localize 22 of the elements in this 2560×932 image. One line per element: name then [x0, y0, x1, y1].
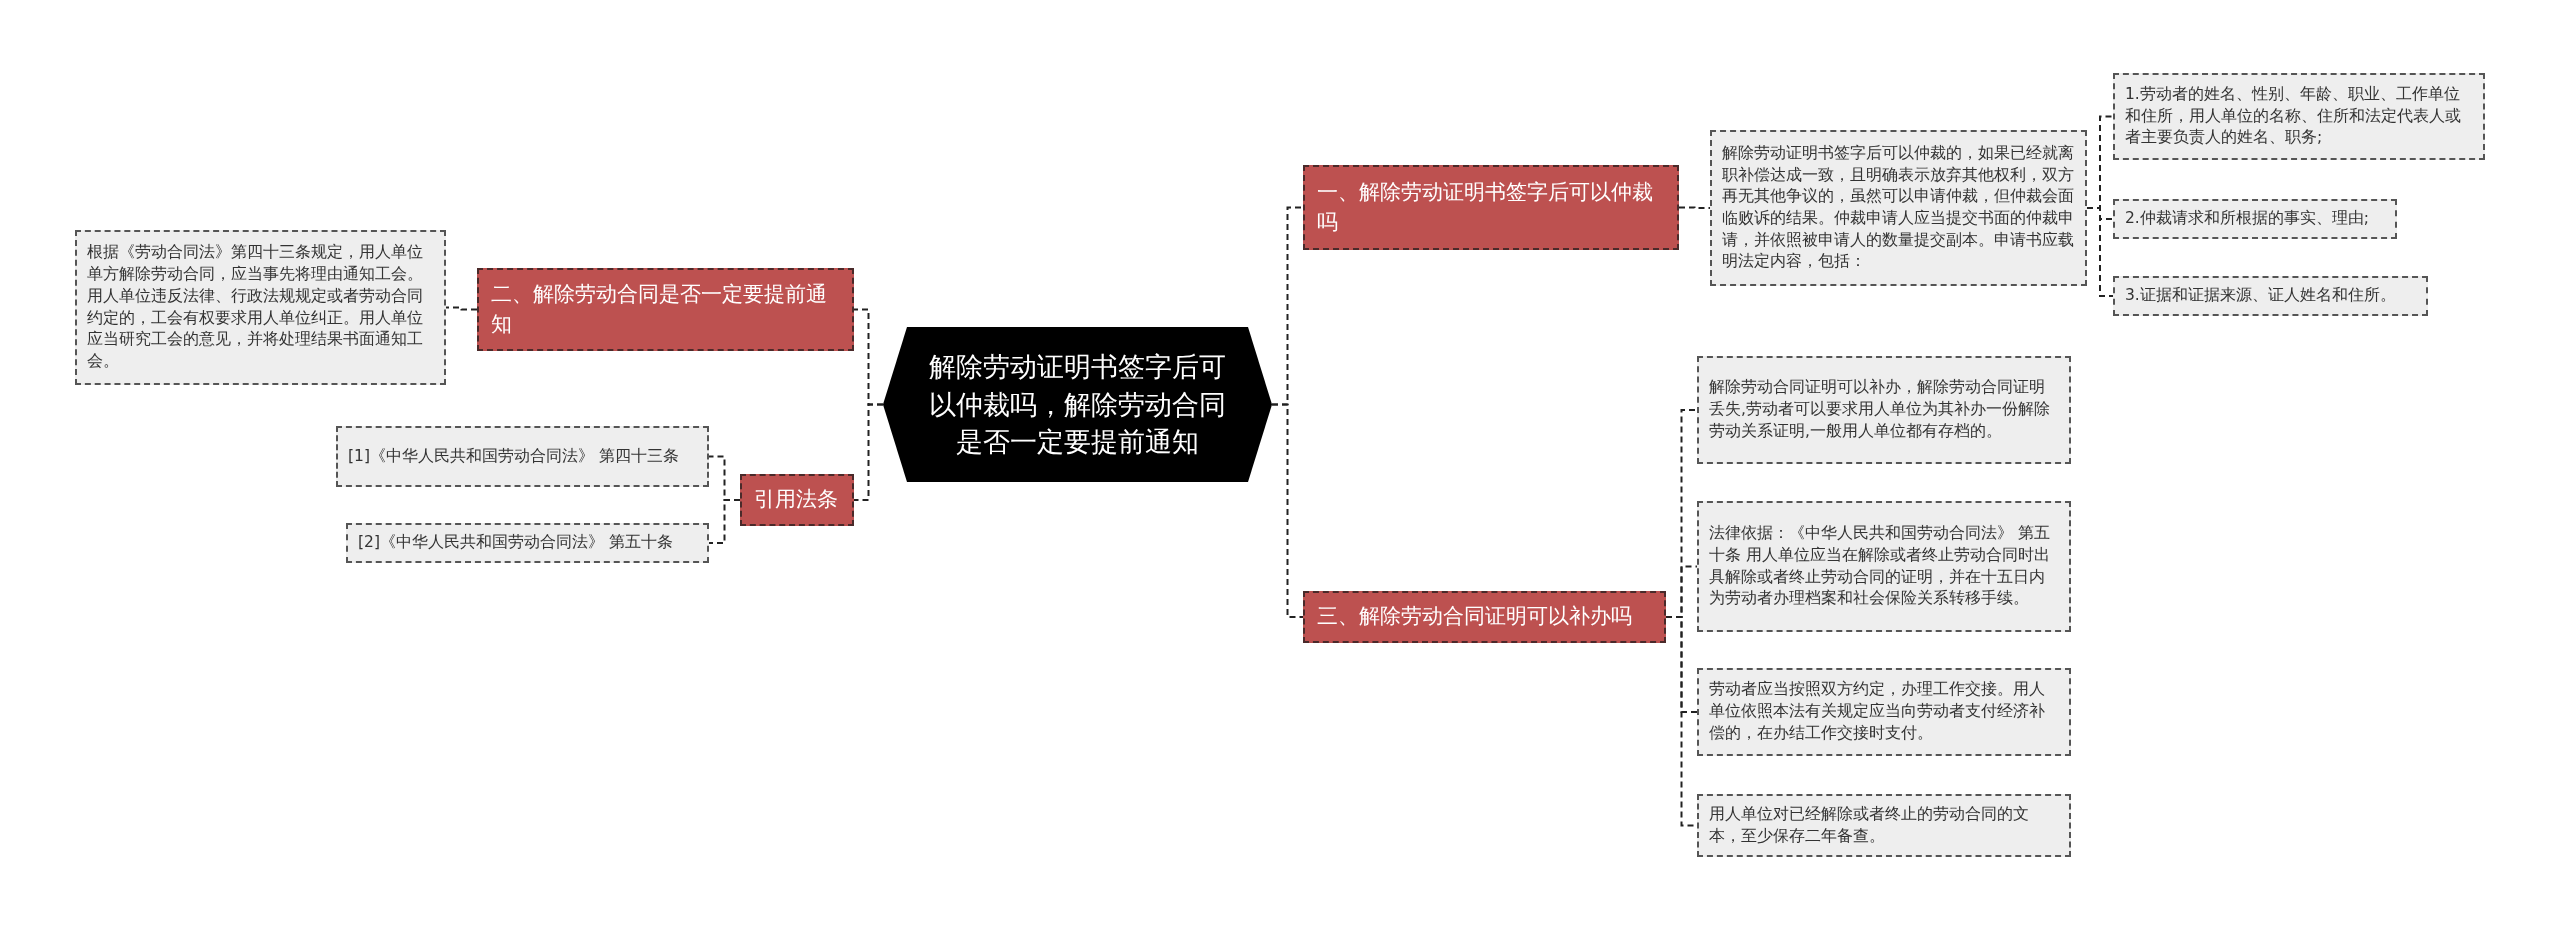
note-box: 劳动者应当按照双方约定，办理工作交接。用人单位依照本法有关规定应当向劳动者支付经济补偿的，在办结工作交接时支付。	[1697, 668, 2071, 756]
topic-box: 解除劳动证明书签字后可以仲裁吗，解除劳动合同是否一定要提前通知	[883, 327, 1272, 482]
connector-line	[708, 499, 741, 544]
note-box: 根据《劳动合同法》第四十三条规定，用人单位单方解除劳动合同，应当事先将理由通知工会。用人单位违反法律、行政法规规定或者劳动合同约定的，工会有权要求用人单位纠正。用人单位应当研究工会的意见，并将处理结果书面通知工会。	[75, 230, 446, 385]
note-box: 解除劳动合同证明可以补办，解除劳动合同证明丢失,劳动者可以要求用人单位为其补办一份解除劳动关系证明,一般用人单位都有存档的。	[1697, 356, 2071, 464]
note-box: 2.仲裁请求和所根据的事实、理由;	[2113, 199, 2397, 239]
note-box: 3.证据和证据来源、证人姓名和住所。	[2113, 276, 2428, 316]
connector-line	[1678, 206, 1711, 209]
branch-box: 一、解除劳动证明书签字后可以仲裁吗	[1303, 165, 1679, 250]
branch-box: 二、解除劳动合同是否一定要提前通知	[477, 268, 854, 351]
branch-box: 引用法条	[740, 474, 854, 526]
connector-line	[2086, 207, 2114, 297]
note-box: 用人单位对已经解除或者终止的劳动合同的文本，至少保存二年备查。	[1697, 794, 2071, 857]
connector-line	[445, 306, 478, 311]
branch-box: 三、解除劳动合同证明可以补办吗	[1303, 591, 1666, 643]
note-box: 解除劳动证明书签字后可以仲裁的，如果已经就离职补偿达成一致，且明确表示放弃其他权利，双方再无其他争议的，虽然可以申请仲裁，但仲裁会面临败诉的结果。仲裁申请人应当提交书面的仲裁申请，并依照被申请人的数量提交副本。申请书应载明法定内容，包括：	[1710, 130, 2087, 286]
connector-line	[853, 403, 884, 501]
connector-line	[1271, 403, 1304, 618]
note-box: 法律依据：《中华人民共和国劳动合同法》 第五十条 用人单位应当在解除或者终止劳动合同时出具解除或者终止劳动合同的证明，并在十五日内为劳动者办理档案和社会保险关系转移手续。	[1697, 501, 2071, 632]
note-box: [2]《中华人民共和国劳动合同法》 第五十条	[346, 523, 709, 563]
note-box: [1]《中华人民共和国劳动合同法》 第四十三条	[336, 426, 709, 487]
note-box: 1.劳动者的姓名、性别、年龄、职业、工作单位和住所，用人单位的名称、住所和法定代表人或者主要负责人的姓名、职务;	[2113, 73, 2485, 160]
